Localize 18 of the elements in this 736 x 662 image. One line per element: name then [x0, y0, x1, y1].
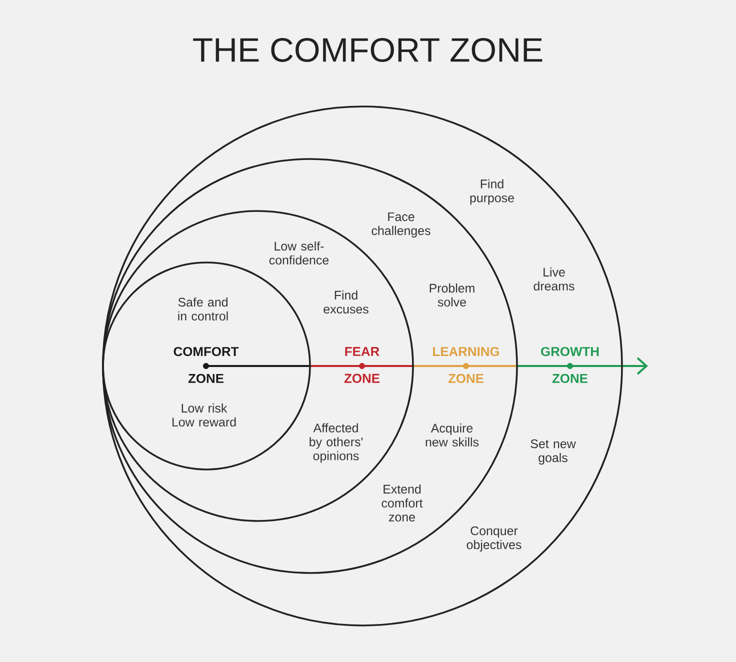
zone-note: Low self-confidence	[269, 241, 329, 265]
zone-note: Acquire new skills	[426, 423, 479, 447]
zone-label: LEARNING ZONE	[433, 346, 499, 384]
zone-label: GROWTH ZONE	[541, 346, 599, 384]
zone-note: Conquer objectives	[466, 526, 522, 552]
zone-note: Low risk Low reward	[172, 403, 236, 427]
zone-note: Problem solve	[430, 283, 474, 307]
zone-label: FEAR ZONE	[344, 347, 380, 383]
zone-note: Affected by others' opinions	[310, 423, 363, 463]
zone-note: Find excuses	[324, 290, 368, 314]
title: THE COMFORT ZONE	[193, 38, 542, 62]
zone-note: Extend comfort zone	[382, 484, 423, 522]
zone-note: Face challenges	[372, 212, 430, 238]
zone-note: Live dreams	[534, 267, 574, 291]
zone-note: Safe and in control	[178, 297, 228, 321]
zone-label: COMFORT ZONE	[174, 346, 239, 384]
zone-note: Set new goals	[530, 439, 576, 465]
zone-note: Find purpose	[470, 179, 514, 205]
